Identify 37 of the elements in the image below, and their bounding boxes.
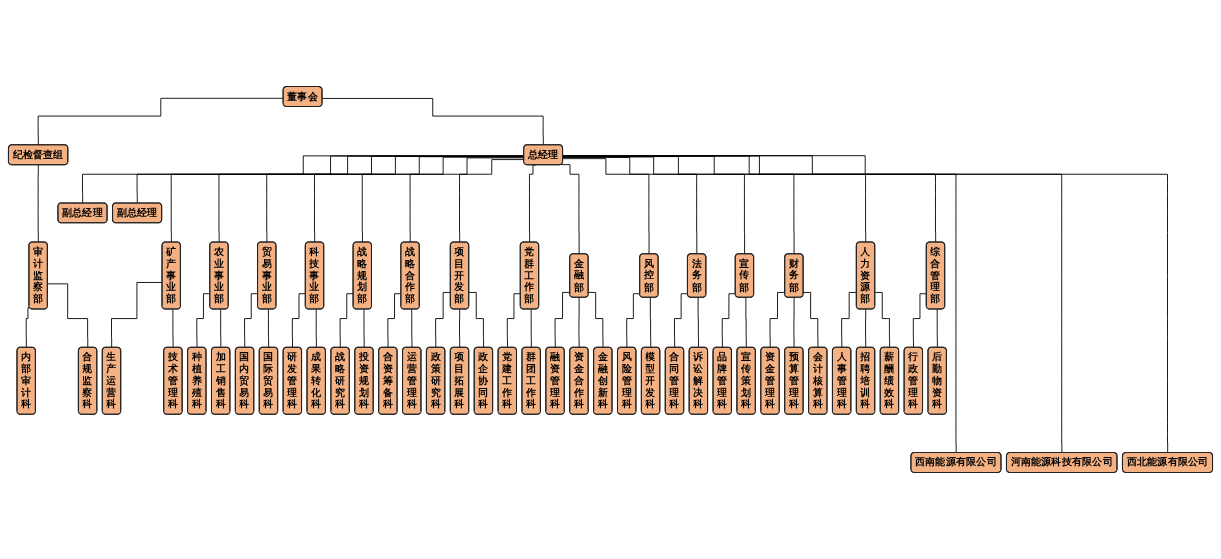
connector [562, 156, 746, 255]
connector [697, 297, 700, 348]
connector [562, 155, 957, 454]
connector [562, 158, 650, 255]
connector [47, 283, 89, 348]
connector [315, 308, 317, 348]
connector [468, 292, 485, 348]
connector [745, 297, 747, 348]
connector [562, 157, 698, 255]
connector [649, 297, 652, 348]
connector [172, 308, 174, 348]
connector [578, 297, 580, 348]
connector [803, 292, 819, 348]
connector [220, 308, 222, 348]
connector [626, 293, 641, 348]
connector [111, 282, 163, 348]
connector [339, 293, 354, 348]
connector [562, 155, 1169, 454]
connector [721, 293, 736, 348]
connector [363, 308, 365, 348]
connector [674, 293, 689, 348]
connector [562, 156, 795, 255]
connector [459, 308, 461, 348]
connector [411, 308, 413, 348]
connector [588, 292, 604, 348]
connector [560, 164, 580, 255]
connector [562, 155, 1063, 454]
connector [25, 307, 31, 348]
connector [874, 292, 891, 348]
connector [529, 164, 537, 243]
connector [37, 97, 284, 146]
connector [865, 308, 867, 348]
connector [37, 164, 39, 243]
connector [267, 308, 270, 348]
connector [936, 308, 938, 348]
connector [530, 308, 532, 348]
connector [793, 297, 795, 348]
